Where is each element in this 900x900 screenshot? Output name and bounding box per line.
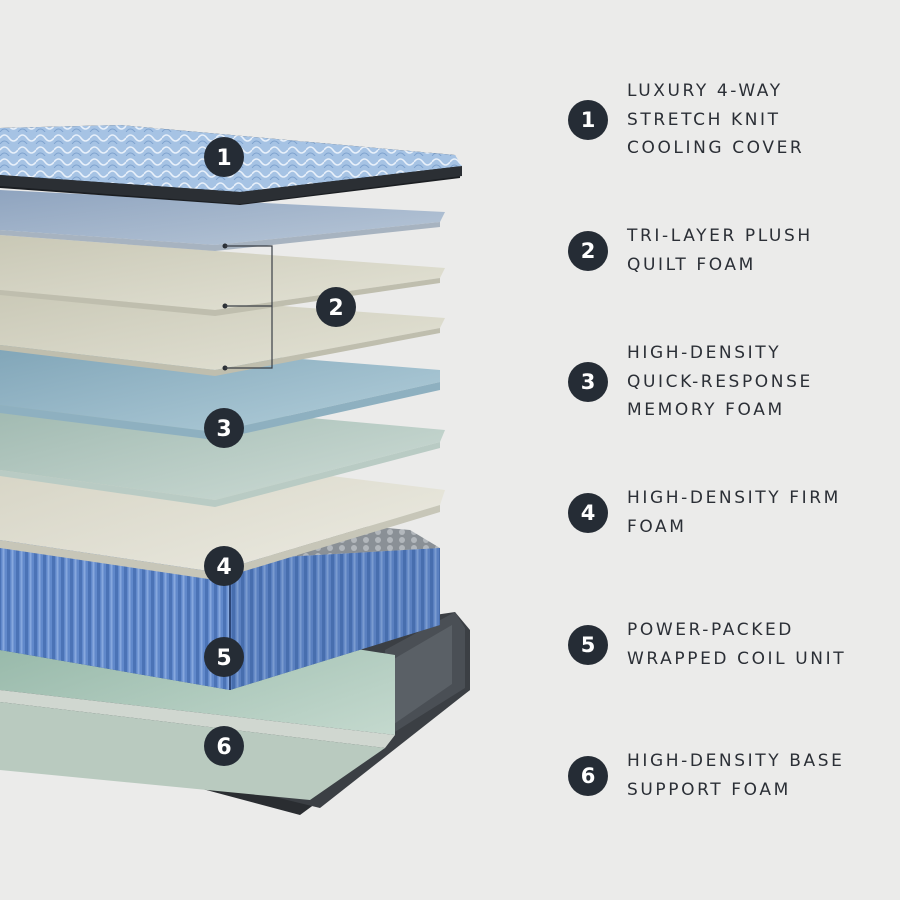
badge-3: 3: [204, 408, 244, 448]
svg-text:5: 5: [216, 646, 231, 671]
legend-number: 4: [568, 492, 608, 533]
legend-label: LUXURY 4-WAY STRETCH KNIT COOLING COVER: [627, 81, 805, 158]
legend-number: 5: [568, 624, 608, 665]
legend-item-1: 1 LUXURY 4-WAY STRETCH KNIT COOLING COVE…: [568, 77, 885, 163]
legend-label: HIGH-DENSITY QUICK-RESPONSE MEMORY FOAM: [627, 343, 813, 420]
svg-text:1: 1: [216, 146, 231, 171]
svg-text:3: 3: [216, 417, 231, 442]
legend-item-6: 6 HIGH-DENSITY BASE SUPPORT FOAM: [568, 747, 885, 804]
legend-item-2: 2 TRI-LAYER PLUSH QUILT FOAM: [568, 222, 885, 279]
badge-4: 4: [204, 546, 244, 586]
badge-6: 6: [204, 726, 244, 766]
legend-item-3: 3 HIGH-DENSITY QUICK-RESPONSE MEMORY FOA…: [568, 339, 885, 425]
legend-number: 3: [568, 361, 608, 402]
badge-2: 2: [316, 287, 356, 327]
legend-label: HIGH-DENSITY BASE SUPPORT FOAM: [627, 751, 845, 800]
legend-label: POWER-PACKED WRAPPED COIL UNIT: [627, 620, 847, 669]
legend-number: 1: [568, 99, 608, 140]
legend-label: TRI-LAYER PLUSH QUILT FOAM: [627, 226, 813, 275]
legend-label: HIGH-DENSITY FIRM FOAM: [627, 488, 841, 537]
legend-item-5: 5 POWER-PACKED WRAPPED COIL UNIT: [568, 616, 885, 673]
svg-text:4: 4: [216, 555, 231, 580]
svg-text:2: 2: [328, 296, 343, 321]
badge-1: 1: [204, 137, 244, 177]
legend-number: 6: [568, 755, 608, 796]
layer-legend: 1 LUXURY 4-WAY STRETCH KNIT COOLING COVE…: [568, 0, 888, 900]
legend-number: 2: [568, 230, 608, 271]
legend-item-4: 4 HIGH-DENSITY FIRM FOAM: [568, 484, 885, 541]
badge-5: 5: [204, 637, 244, 677]
layer-2-quilt-foam: [0, 190, 445, 376]
svg-text:6: 6: [216, 735, 231, 760]
